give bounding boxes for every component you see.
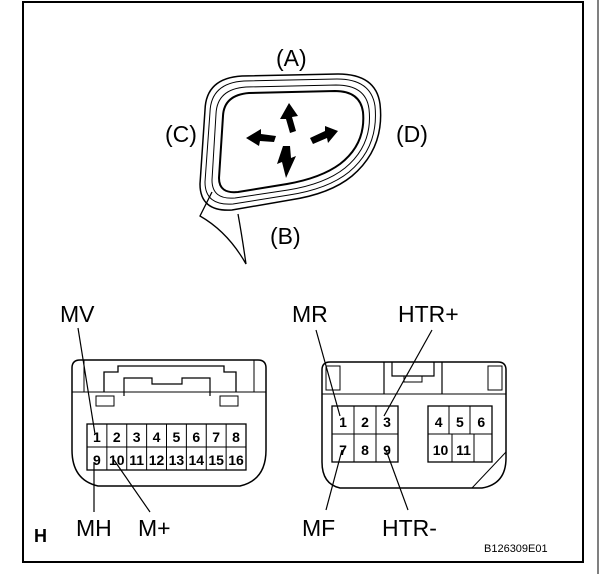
mirror-glass-edge <box>211 84 370 199</box>
pin-label: 8 <box>361 442 369 458</box>
arrow-right-icon <box>310 126 338 144</box>
connector-right-slot-1 <box>325 365 341 391</box>
arrow-down-icon <box>277 146 296 178</box>
connector-right-bevel <box>471 451 507 489</box>
corner-letter: H <box>34 526 47 546</box>
callout-mr: MR <box>292 301 328 327</box>
mirror-glass <box>217 89 365 194</box>
label-c: (C) <box>165 121 197 147</box>
pin-label: 6 <box>477 414 485 430</box>
pin-label: 4 <box>435 414 443 430</box>
leader-htr-plus <box>383 329 433 417</box>
pin-label: 5 <box>173 429 181 445</box>
connector-right-latch <box>383 362 443 394</box>
leader-mv <box>77 327 96 435</box>
pin-label: 10 <box>433 442 449 458</box>
callout-mplus: M+ <box>138 515 171 541</box>
figure-frame <box>22 1 584 563</box>
connector-left-latch-slot-2 <box>219 395 239 407</box>
callout-htr-plus: HTR+ <box>398 301 459 327</box>
pin-label: 12 <box>149 452 165 468</box>
arrow-up-icon <box>280 103 298 133</box>
pin-label: 2 <box>113 429 121 445</box>
pin-label: 11 <box>129 452 144 468</box>
mirror-housing <box>199 73 382 211</box>
label-d: (D) <box>396 121 428 147</box>
pin-label: 13 <box>169 452 185 468</box>
connector-right-latch-tab <box>403 376 423 383</box>
pin-label: 9 <box>93 452 101 468</box>
connector-left-latch-inner <box>123 377 211 396</box>
label-b: (B) <box>270 223 301 249</box>
callout-htr-minus: HTR- <box>382 515 437 541</box>
pin-label: 2 <box>361 414 369 430</box>
callout-mh: MH <box>76 515 112 541</box>
leader-mr <box>315 329 341 417</box>
pin-label: 5 <box>456 414 464 430</box>
connector-left-latch <box>103 365 237 392</box>
pin-label: 8 <box>232 429 240 445</box>
connector-right-slot-2 <box>487 365 503 391</box>
pin-label: 11 <box>456 442 471 458</box>
pin-label: 7 <box>212 429 220 445</box>
pin-label: 3 <box>133 429 141 445</box>
connector-left-latch-slot-1 <box>95 395 115 407</box>
label-a: (A) <box>276 45 307 71</box>
leader-htr-minus <box>385 449 409 511</box>
pin-label: 1 <box>339 414 347 430</box>
callout-mf: MF <box>302 515 335 541</box>
connector-right-body <box>321 361 507 489</box>
pin-label: 4 <box>153 429 161 445</box>
pin-label: 16 <box>228 452 244 468</box>
pin-label: 15 <box>208 452 224 468</box>
mirror-housing-rim <box>204 78 376 205</box>
pin-label: 3 <box>383 414 391 430</box>
arrow-left-icon <box>246 129 276 146</box>
pin-label: 1 <box>93 429 101 445</box>
pin-label: 6 <box>192 429 200 445</box>
pin-label: 10 <box>109 452 125 468</box>
connector-left-col-lines <box>106 424 227 470</box>
mirror-mount <box>199 191 247 265</box>
callout-mv: MV <box>60 301 95 327</box>
pin-label: 7 <box>339 442 347 458</box>
mirror-illustration: (A) (B) (C) (D) <box>165 45 428 265</box>
pin-label: 9 <box>383 442 391 458</box>
connector-left-body <box>71 359 267 487</box>
leader-mplus <box>113 459 151 513</box>
pin-label: 14 <box>189 452 205 468</box>
figure-code: B126309E01 <box>484 543 548 555</box>
leader-mf <box>325 449 343 511</box>
